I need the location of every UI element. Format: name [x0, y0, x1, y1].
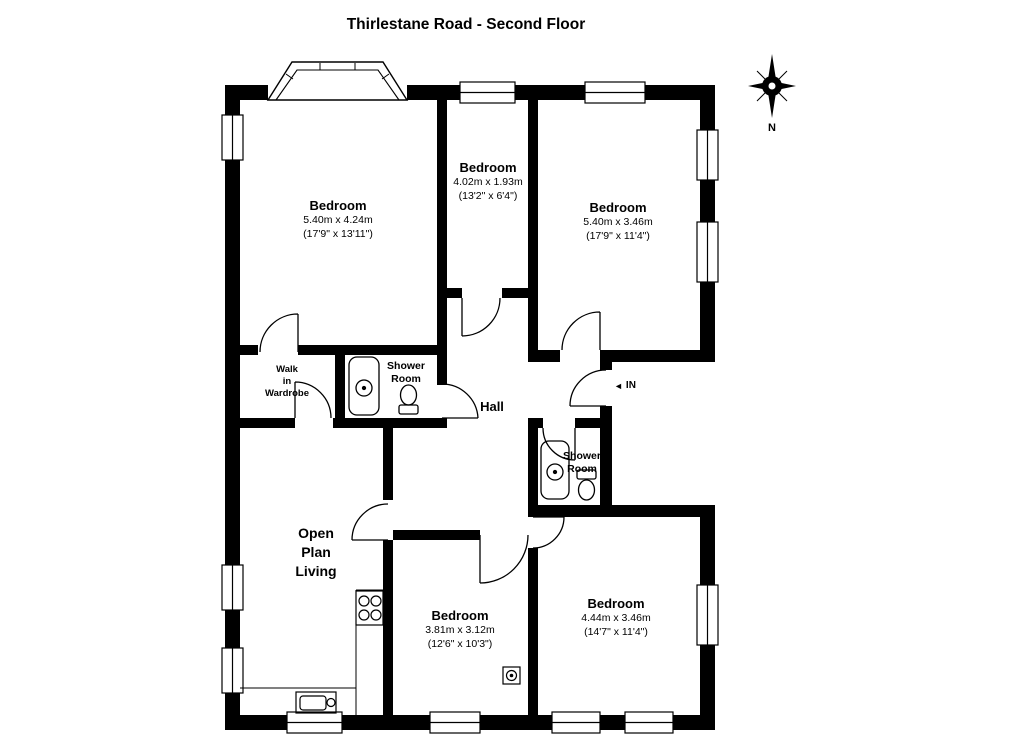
windows: [221, 81, 719, 734]
shower-tray-left-icon: [348, 356, 380, 416]
room-dim-imperial: (12'6" x 10'3"): [427, 637, 493, 650]
room-dim-imperial: (14'7" x 11'4"): [584, 625, 648, 638]
entrance-label: IN: [625, 380, 636, 391]
label-line: Open: [298, 525, 334, 541]
label-line: Room: [567, 463, 597, 476]
room-label-shower-room-right: Shower Room: [563, 450, 601, 476]
room-label-hall: Hall: [480, 399, 504, 414]
room-label-bedroom-top-left: Bedroom 5.40m x 4.24m (17'9" x 13'11"): [303, 198, 373, 242]
label-line: Shower: [563, 450, 601, 462]
room-name: Bedroom: [459, 160, 517, 175]
room-dim-metric: 3.81m x 3.12m: [425, 624, 495, 637]
appliance-icon: [502, 666, 521, 685]
compass-icon: [748, 54, 796, 118]
room-dim-imperial: (17'9" x 13'11"): [303, 227, 373, 240]
room-dim-imperial: (13'2" x 6'4"): [458, 189, 518, 202]
label-line: in: [282, 375, 292, 387]
room-label-bedroom-bottom-right: Bedroom 4.44m x 3.46m (14'7" x 11'4"): [581, 596, 650, 640]
room-dim-metric: 5.40m x 3.46m: [583, 216, 653, 229]
room-name: Bedroom: [309, 198, 367, 213]
shower-tray-right-icon: [540, 440, 570, 500]
interior-walls: [240, 100, 715, 715]
room-dim-metric: 4.02m x 1.93m: [453, 176, 523, 189]
entrance-arrow-icon: ◄: [614, 380, 623, 391]
compass-north-label: N: [768, 122, 776, 134]
room-name: Bedroom: [431, 608, 489, 623]
room-label-walk-in-wardrobe: Walk in Wardrobe: [265, 364, 309, 400]
label-line: Living: [295, 562, 337, 579]
toilet-right-icon: [576, 469, 597, 501]
label-line: Wardrobe: [265, 387, 309, 399]
label-line: Room: [391, 373, 421, 386]
exterior-walls: [225, 85, 715, 730]
entrance-marker: ◄ IN: [614, 381, 636, 391]
page-title: Thirlestane Road - Second Floor: [346, 16, 586, 33]
room-label-open-plan-living: Open Plan Living: [295, 524, 336, 581]
room-dim-metric: 4.44m x 3.46m: [581, 612, 651, 625]
toilet-left-icon: [398, 384, 419, 415]
bay-window: [266, 61, 409, 101]
label-line: Walk: [276, 364, 298, 375]
room-label-shower-room-left: Shower Room: [387, 360, 425, 386]
room-name: Bedroom: [587, 596, 645, 611]
room-name: Bedroom: [589, 200, 647, 215]
room-dim-metric: 5.40m x 4.24m: [303, 214, 373, 227]
room-label-bedroom-bottom-middle: Bedroom 3.81m x 3.12m (12'6" x 10'3"): [425, 608, 494, 652]
room-label-bedroom-top-right: Bedroom 5.40m x 3.46m (17'9" x 11'4"): [583, 200, 652, 244]
doors: [259, 297, 607, 584]
label-line: Shower: [387, 360, 425, 372]
room-dim-imperial: (17'9" x 11'4"): [586, 229, 650, 242]
room-label-bedroom-top-middle: Bedroom 4.02m x 1.93m (13'2" x 6'4"): [453, 160, 522, 204]
stove-icon: [355, 590, 384, 626]
label-line: Plan: [301, 543, 331, 560]
sink-icon: [295, 691, 337, 714]
